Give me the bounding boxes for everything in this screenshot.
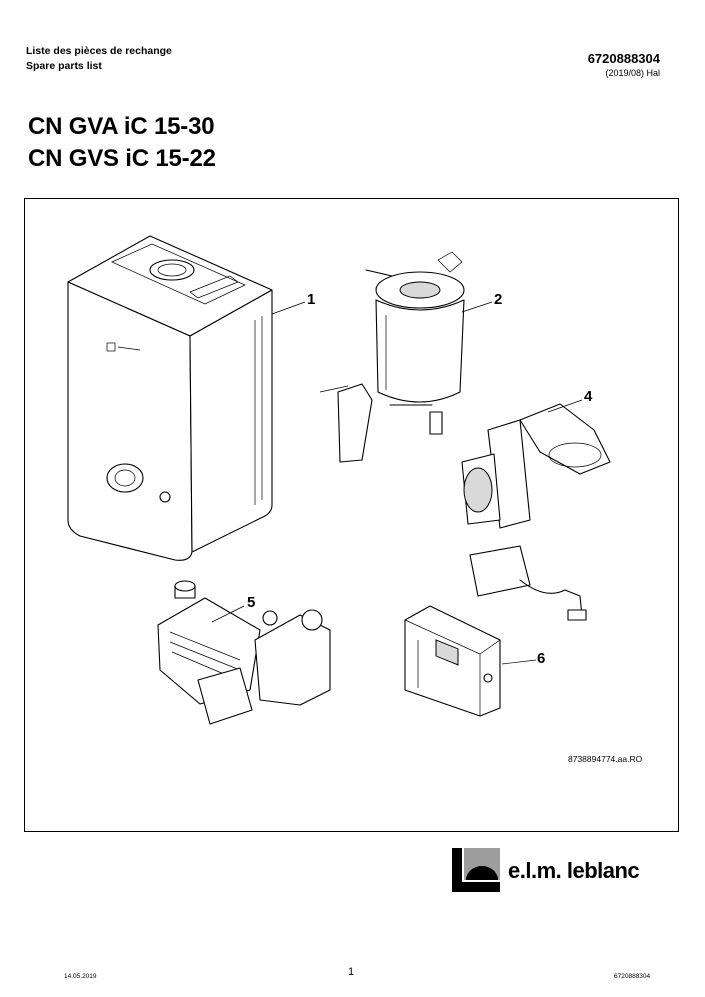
callout-6: 6	[537, 650, 546, 667]
page-title: CN GVA iC 15-30 CN GVS iC 15-22	[28, 111, 216, 175]
part-fan-burner-illustration	[461, 403, 611, 621]
part-control-unit-illustration	[404, 605, 501, 717]
page-number: 1	[348, 966, 355, 978]
brand-name: e.l.m. leblanc	[508, 858, 640, 883]
callout-2: 2	[494, 291, 503, 308]
doc-number: 6720888304	[587, 51, 660, 66]
part-heat-exchanger-illustration	[319, 251, 465, 463]
drawing-reference: 8738894774.aa.RO	[568, 754, 643, 764]
callout-5: 5	[247, 594, 256, 611]
callout-leaders	[211, 301, 583, 665]
part-hydraulic-block-illustration	[157, 580, 331, 725]
header-title-fr: Liste des pièces de rechange	[26, 45, 172, 57]
footer-doc-number: 6720888304	[614, 973, 651, 980]
callout-1: 1	[307, 291, 316, 308]
title-line-2: CN GVS iC 15-22	[28, 145, 216, 172]
brand-logo-icon	[452, 848, 500, 892]
doc-date: (2019/08) Hal	[605, 68, 660, 78]
header-right: 6720888304 (2019/08) Hal	[588, 51, 660, 79]
part-casing-illustration	[67, 235, 273, 561]
footer-date: 14.05.2019	[64, 973, 97, 980]
exploded-view-frame	[24, 198, 679, 832]
title-line-1: CN GVA iC 15-30	[28, 113, 215, 140]
header-title-en: Spare parts list	[26, 60, 102, 72]
callout-4: 4	[584, 388, 593, 405]
header-left: Liste des pièces de rechange Spare parts…	[26, 44, 172, 74]
